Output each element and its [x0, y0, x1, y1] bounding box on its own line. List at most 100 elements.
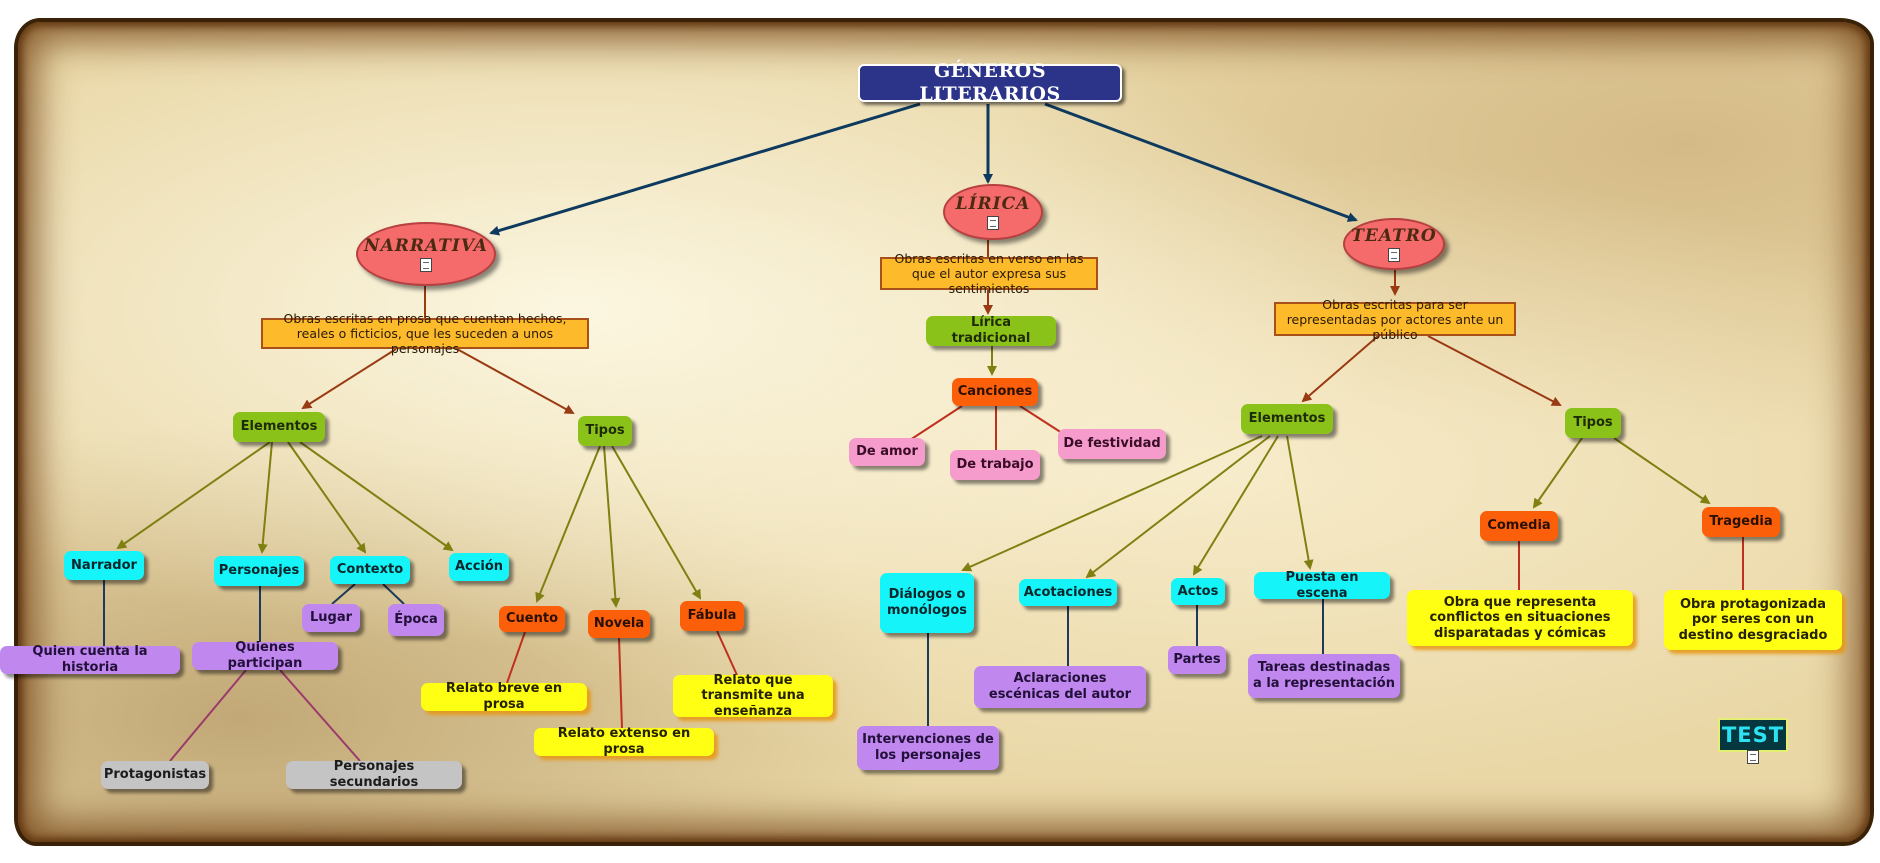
lugar-text: Lugar — [309, 610, 353, 626]
cancion-amor: De amor — [849, 438, 925, 466]
comedia-description: Obra que representa conflictos en situac… — [1407, 590, 1633, 646]
link-narrativa-tipos — [456, 348, 575, 414]
cuento-description: Relato breve en prosa — [421, 681, 587, 712]
tragedia-label: Tragedia — [1709, 514, 1773, 530]
link-fabula-desc — [716, 630, 738, 676]
link-elementos-accion — [299, 441, 454, 552]
puesta-label: Puesta en escena — [1285, 569, 1359, 601]
link-root-narrativa — [489, 102, 921, 236]
protagonistas-node: Protagonistas — [101, 761, 209, 789]
link-canciones-festividad — [1019, 405, 1063, 434]
teatro-tipos[interactable]: Tipos — [1565, 408, 1621, 438]
test-label: TEST — [1721, 723, 1785, 747]
elemento-acotaciones[interactable]: Acotaciones — [1019, 579, 1117, 606]
narrador-label: Narrador — [71, 557, 137, 573]
narrativa-elementos-label: Elementos — [240, 419, 318, 435]
genre-teatro[interactable]: TEATRO — [1343, 218, 1445, 270]
elemento-personajes[interactable]: Personajes — [214, 556, 304, 586]
elemento-dialogos[interactable]: Diálogos o monólogos — [880, 573, 974, 633]
narrativa-tipos-label: Tipos — [585, 423, 625, 439]
narrativa-elementos[interactable]: Elementos — [233, 412, 325, 442]
personajes-description-text: Quienes participan — [227, 640, 303, 671]
genre-narrativa[interactable]: NARRATIVA — [356, 222, 496, 286]
parchment-background — [14, 18, 1874, 846]
link-novela-desc — [618, 637, 623, 729]
cancion-festividad: De festividad — [1058, 429, 1166, 459]
root-node[interactable]: GÉNEROS LITERARIOS — [858, 60, 1122, 105]
festividad-text: De festividad — [1063, 436, 1161, 452]
contexto-lugar: Lugar — [302, 604, 360, 632]
link-telementos-actos — [1192, 435, 1279, 576]
tipo-tragedia[interactable]: Tragedia — [1702, 507, 1780, 537]
actos-label: Actos — [1177, 583, 1219, 599]
link-canciones-amor — [909, 405, 963, 441]
secundarios-node: Personajes secundarios — [286, 759, 462, 790]
link-contexto-epoca — [382, 583, 405, 605]
link-contexto-lugar — [331, 583, 356, 605]
elemento-puesta[interactable]: Puesta en escena — [1254, 569, 1390, 601]
elemento-actos[interactable]: Actos — [1171, 578, 1225, 605]
document-icon[interactable] — [1388, 248, 1400, 263]
cuento-description-text: Relato breve en prosa — [445, 681, 563, 712]
tipo-cuento[interactable]: Cuento — [499, 606, 565, 632]
document-icon[interactable] — [1747, 750, 1759, 764]
link-telementos-dialogos — [961, 435, 1263, 572]
comedia-label: Comedia — [1487, 518, 1551, 534]
link-elementos-contexto — [287, 441, 367, 554]
test-button[interactable]: TEST — [1718, 718, 1788, 752]
link-participan-secundarios — [279, 669, 361, 762]
dialogos-label: Diálogos o monólogos — [886, 587, 968, 618]
link-ttipos-comedia — [1532, 437, 1583, 509]
elemento-narrador[interactable]: Narrador — [64, 551, 144, 580]
teatro-tipos-label: Tipos — [1573, 415, 1613, 431]
link-tipos-cuento — [535, 445, 601, 603]
lirica-tradicional[interactable]: Lírica tradicional — [926, 315, 1056, 346]
link-tipos-novela — [603, 445, 621, 608]
comedia-description-text: Obra que representa conflictos en situac… — [1429, 594, 1611, 641]
dialogos-description-text: Intervenciones de los personajes — [862, 732, 994, 763]
tipo-novela[interactable]: Novela — [588, 610, 650, 638]
contexto-label: Contexto — [336, 562, 404, 578]
epoca-text: Época — [394, 612, 438, 628]
link-root-teatro — [1044, 102, 1358, 222]
document-icon[interactable] — [420, 258, 432, 273]
tipo-fabula[interactable]: Fábula — [680, 601, 744, 631]
novela-description: Relato extenso en prosa — [534, 726, 714, 757]
canciones-label: Canciones — [957, 384, 1033, 400]
lirica-canciones[interactable]: Canciones — [952, 378, 1038, 406]
elemento-accion[interactable]: Acción — [449, 553, 509, 581]
acotaciones-description: Aclaraciones escénicas del autor — [974, 666, 1146, 708]
link-participan-protagonistas — [169, 669, 247, 762]
dialogos-description: Intervenciones de los personajes — [857, 726, 999, 770]
genre-lirica[interactable]: LÍRICA — [943, 184, 1043, 240]
elemento-contexto[interactable]: Contexto — [330, 556, 410, 584]
teatro-description-text: Obras escritas para ser representadas po… — [1286, 296, 1504, 342]
genre-lirica-label: LÍRICA — [955, 193, 1031, 214]
link-teatro-tipos — [1427, 335, 1562, 406]
link-tipos-fabula — [611, 445, 702, 600]
acotaciones-description-text: Aclaraciones escénicas del autor — [988, 671, 1132, 702]
tipo-comedia[interactable]: Comedia — [1480, 511, 1558, 541]
narrativa-description: Obras escritas en prosa que cuentan hech… — [261, 311, 589, 356]
cancion-trabajo: De trabajo — [950, 450, 1040, 480]
actos-description-text: Partes — [1173, 652, 1221, 668]
link-elementos-personajes — [257, 441, 273, 554]
teatro-elementos[interactable]: Elementos — [1241, 404, 1333, 434]
acotaciones-label: Acotaciones — [1023, 584, 1113, 600]
narrativa-tipos[interactable]: Tipos — [578, 416, 632, 446]
teatro-description: Obras escritas para ser representadas po… — [1274, 297, 1516, 342]
document-icon[interactable] — [987, 216, 999, 231]
amor-text: De amor — [856, 444, 918, 460]
tragedia-description: Obra protagonizada por seres con un dest… — [1664, 590, 1842, 650]
personajes-label: Personajes — [218, 563, 300, 579]
fabula-description-text: Relato que transmite una enseñanza — [701, 672, 805, 719]
actos-description: Partes — [1168, 646, 1226, 674]
genre-teatro-label: TEATRO — [1351, 225, 1437, 246]
narrativa-description-text: Obras escritas en prosa que cuentan hech… — [283, 311, 567, 356]
novela-description-text: Relato extenso en prosa — [557, 726, 691, 757]
puesta-description: Tareas destinadas a la representación — [1248, 654, 1400, 698]
lirica-description-text: Obras escritas en verso en las que el au… — [894, 251, 1084, 296]
tragedia-description-text: Obra protagonizada por seres con un dest… — [1678, 596, 1828, 643]
link-teatro-elementos — [1301, 335, 1379, 403]
